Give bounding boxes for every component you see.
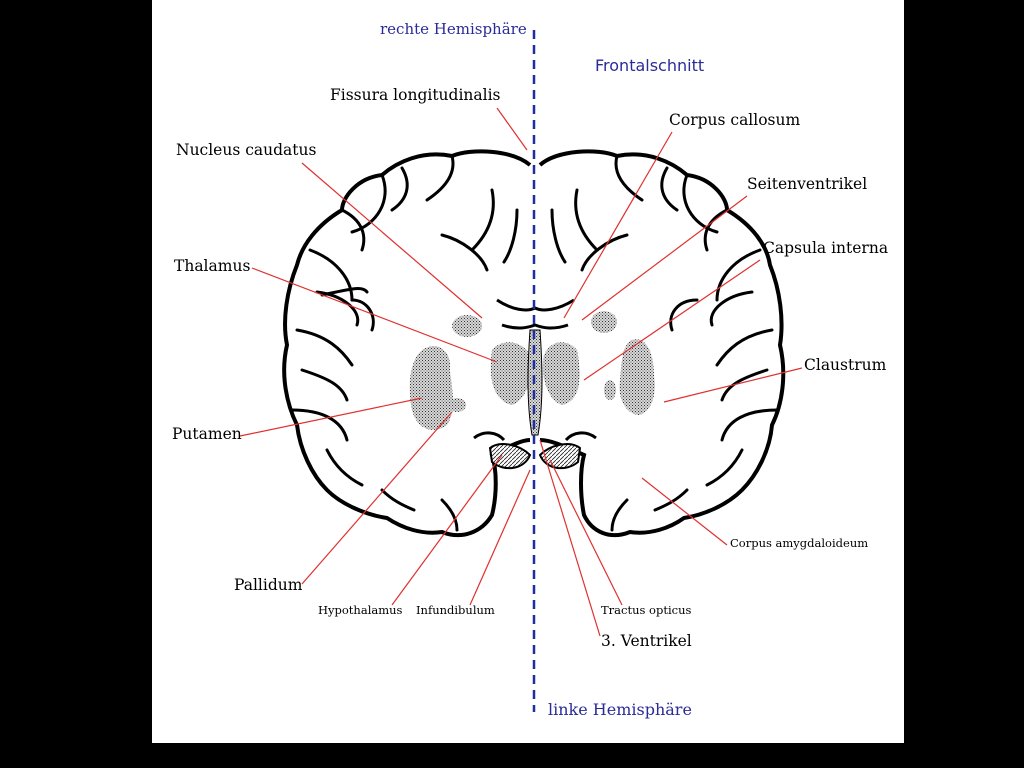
label-putamen: Putamen [172,425,242,443]
label-fissura-longitudinalis: Fissura longitudinalis [330,86,501,104]
left-hemisphere-label: linke Hemisphäre [548,700,692,719]
thalamus-left [542,342,580,405]
temporal-notch-right [473,431,506,442]
label-corpus-callosum: Corpus callosum [669,111,801,129]
pointer-capsula-interna [583,259,761,381]
nucleus-caudatus-right [452,315,482,337]
pointer-3-ventrikel [539,439,601,637]
left-hemisphere-sulci [550,154,779,532]
pointer-putamen [239,397,423,437]
corpus-callosum-outline [496,298,575,312]
right-hemisphere-label: rechte Hemisphäre [380,20,527,38]
brain-frontal-section-diagram [239,30,803,712]
pallidum-left [604,380,616,400]
label-corpus-amygdaloideum: Corpus amygdaloideum [730,536,869,550]
nucleus-caudatus-left [591,311,617,333]
label-infundibulum: Infundibulum [416,603,495,617]
pointer-hypothalamus [391,454,503,606]
pallidum-right [448,398,466,412]
label-capsula-interna: Capsula interna [763,239,889,257]
section-type-label: Frontalschnitt [595,56,705,75]
thalamus-right [490,342,532,405]
right-hemisphere-outline [282,149,532,538]
pointer-nucleus-caudatus [301,162,483,319]
left-hemisphere-outline [538,149,786,538]
pointer-corpus-callosum [563,131,673,319]
tractus-opticus-left [538,443,582,470]
corpus-callosum-lower [501,323,569,330]
temporal-notch-left [564,431,597,442]
label-nucleus-caudatus: Nucleus caudatus [176,141,317,159]
tractus-opticus-right [488,443,532,470]
label-claustrum: Claustrum [804,356,887,374]
putamen-left [619,339,655,415]
label-tractus-opticus: Tractus opticus [601,603,692,617]
label-thalamus: Thalamus [174,257,251,275]
pointer-lines [239,107,803,637]
pointer-claustrum [663,367,803,403]
pointer-infundibulum [469,469,531,606]
pointer-tractus-opticus [549,459,623,606]
pointer-fissura [496,107,528,151]
pointer-corpus-amygdaloideum [641,477,728,546]
diagram-panel: rechte Hemisphäre Frontalschnitt linke H… [152,0,904,743]
right-hemisphere-sulci [290,154,519,532]
label-pallidum: Pallidum [234,576,303,594]
pointer-seitenventrikel [581,195,748,321]
label-seitenventrikel: Seitenventrikel [747,175,868,193]
label-hypothalamus: Hypothalamus [318,603,403,617]
pointer-pallidum [301,411,453,585]
putamen-right [409,346,454,430]
pointer-thalamus [251,267,498,363]
label-3-ventrikel: 3. Ventrikel [601,632,692,650]
